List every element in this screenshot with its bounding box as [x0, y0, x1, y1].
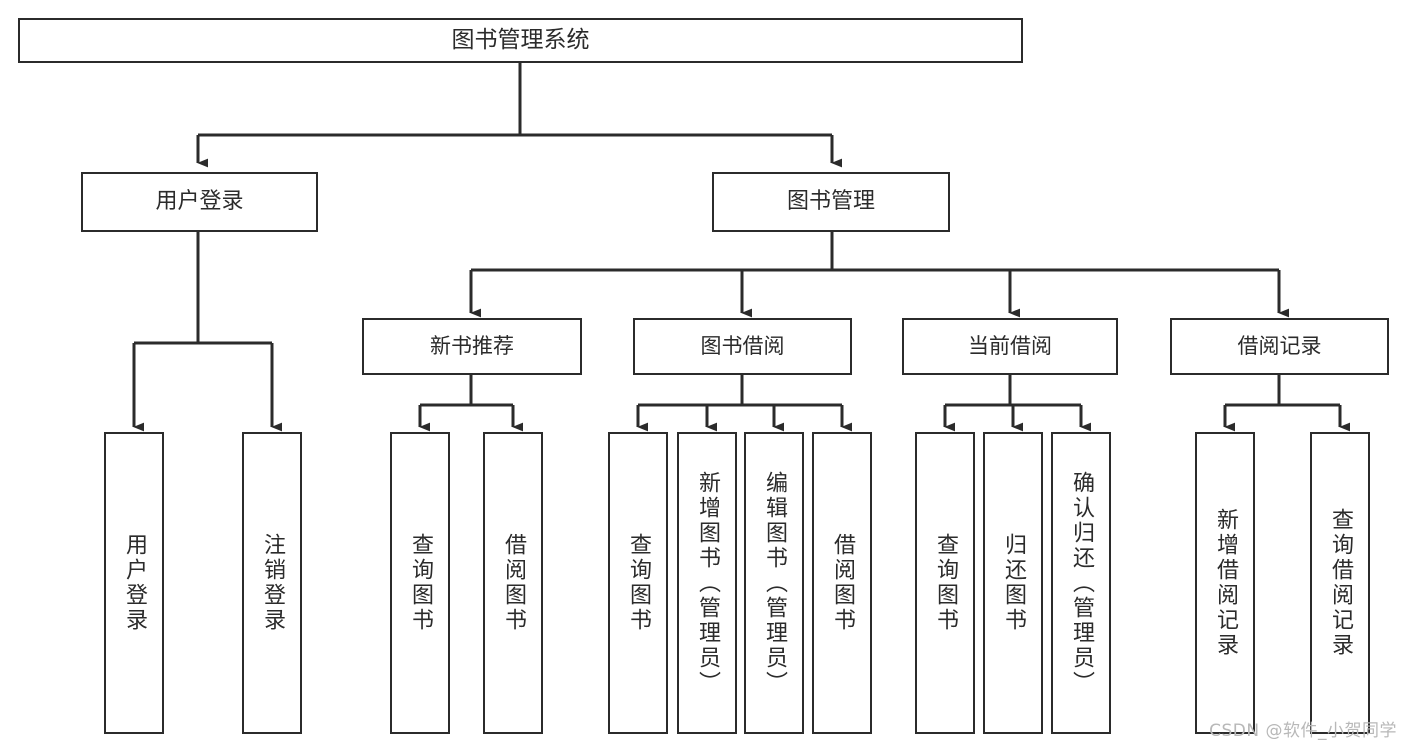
- node-label: 新增图书（管理员）: [695, 470, 720, 696]
- leaf-borrow-books-newbook[interactable]: 借阅图书: [483, 432, 543, 734]
- node-label: 借阅记录: [1237, 334, 1322, 359]
- leaf-add-book-admin[interactable]: 新增图书（管理员）: [677, 432, 737, 734]
- leaf-query-books-newbook[interactable]: 查询图书: [390, 432, 450, 734]
- node-label: 借阅图书: [501, 533, 526, 633]
- node-label: 归还图书: [1001, 533, 1026, 633]
- node-label: 借阅图书: [830, 533, 855, 633]
- leaf-logout[interactable]: 注销登录: [242, 432, 302, 734]
- node-label: 查询借阅记录: [1328, 508, 1353, 658]
- node-label: 图书管理系统: [451, 26, 590, 53]
- node-label: 查询图书: [933, 533, 958, 633]
- node-borrowing-records[interactable]: 借阅记录: [1170, 318, 1389, 375]
- leaf-borrow-books-borrowing[interactable]: 借阅图书: [812, 432, 872, 734]
- node-label: 查询图书: [626, 533, 651, 633]
- node-label: 查询图书: [408, 533, 433, 633]
- node-book-borrowing[interactable]: 图书借阅: [633, 318, 852, 375]
- node-book-management[interactable]: 图书管理: [712, 172, 950, 232]
- leaf-user-login[interactable]: 用户登录: [104, 432, 164, 734]
- leaf-return-books[interactable]: 归还图书: [983, 432, 1043, 734]
- node-label: 确认归还（管理员）: [1069, 470, 1094, 696]
- node-label: 图书管理: [786, 189, 875, 215]
- watermark-text: CSDN @软件_小贺同学: [1209, 721, 1397, 741]
- node-label: 当前借阅: [968, 334, 1052, 359]
- leaf-edit-book-admin[interactable]: 编辑图书（管理员）: [744, 432, 804, 734]
- leaf-query-borrow-record[interactable]: 查询借阅记录: [1310, 432, 1370, 734]
- leaf-confirm-return-admin[interactable]: 确认归还（管理员）: [1051, 432, 1111, 734]
- node-user-login[interactable]: 用户登录: [81, 172, 318, 232]
- node-root-book-management-system[interactable]: 图书管理系统: [18, 18, 1023, 63]
- node-label: 新增借阅记录: [1213, 508, 1238, 658]
- node-label: 编辑图书（管理员）: [762, 470, 787, 696]
- leaf-add-borrow-record[interactable]: 新增借阅记录: [1195, 432, 1255, 734]
- leaf-query-books-borrowing[interactable]: 查询图书: [608, 432, 668, 734]
- leaf-query-books-current[interactable]: 查询图书: [915, 432, 975, 734]
- node-label: 用户登录: [122, 533, 147, 633]
- node-label: 新书推荐: [430, 334, 514, 359]
- node-label: 注销登录: [260, 533, 285, 633]
- node-label: 图书借阅: [700, 334, 785, 359]
- node-current-borrowing[interactable]: 当前借阅: [902, 318, 1118, 375]
- node-new-book-recommendation[interactable]: 新书推荐: [362, 318, 582, 375]
- node-label: 用户登录: [155, 189, 244, 215]
